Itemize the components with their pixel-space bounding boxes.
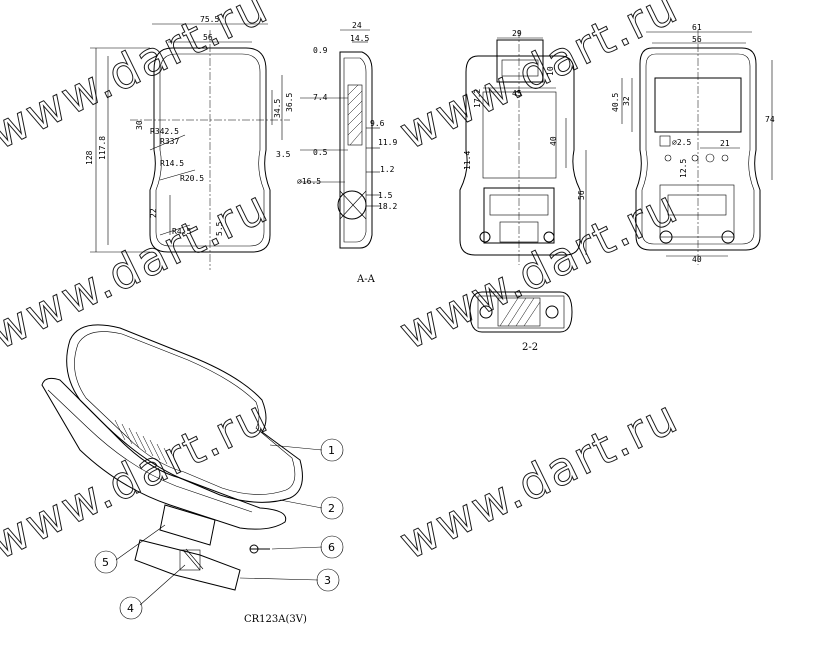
dim-7-4: 7.4 [313, 93, 328, 102]
watermark-5: www.dart.ru [391, 179, 686, 360]
bottom-view-label: 2-2 [522, 342, 538, 353]
dim-12-5: 12.5 [679, 159, 688, 178]
dim-r14-5: R14.5 [160, 159, 184, 168]
dim-61: 61 [692, 23, 702, 32]
dim-10: 10 [546, 66, 555, 76]
dim-30: 30 [135, 120, 144, 130]
dim-32: 32 [622, 96, 631, 106]
watermark-2: www.dart.ru [0, 179, 277, 360]
watermark-4: www.dart.ru [391, 0, 686, 160]
section-view-a-a: 24 14.5 0.9 7.4 9.6 11.9 0.5 1.2 ⌀16.5 1… [297, 21, 397, 285]
dim-r337: R337 [160, 137, 179, 146]
dim-r342-5: R342.5 [150, 127, 179, 136]
dim-18-2: 18.2 [378, 202, 397, 211]
dim-40-5: 40.5 [611, 93, 620, 112]
callout-4: 4 [127, 602, 134, 615]
bottom-view-2-2: 2-2 [469, 291, 573, 353]
dim-r4-5: R4.5 [172, 227, 191, 236]
dim-22: 22 [149, 208, 158, 218]
dim-17-2: 17.2 [473, 89, 482, 108]
callout-2: 2 [328, 502, 335, 515]
dim-11-4: 11.4 [463, 151, 472, 170]
callout-1: 1 [328, 444, 335, 457]
dim-width-56: 56 [203, 33, 213, 42]
dim-1-2: 1.2 [380, 165, 395, 174]
dim-width-75-5: 75.5 [200, 15, 219, 24]
dim-3-5: 3.5 [276, 150, 291, 159]
dim-24: 24 [352, 21, 362, 30]
exploded-view: 1 2 3 4 5 6 CR123A(3V) [41, 324, 344, 625]
dim-height-117-8: 117.8 [98, 136, 107, 160]
back-view: 29 10 17.2 45 40 11.4 56 [459, 29, 587, 265]
dim-0-5: 0.5 [313, 148, 328, 157]
dim-r20-5: R20.5 [180, 174, 204, 183]
dim-21: 21 [720, 139, 730, 148]
callout-3: 3 [324, 574, 331, 587]
dim-11-9: 11.9 [378, 138, 397, 147]
dim-2-5-circle: ⌀2.5 [672, 138, 691, 147]
dim-5-5: 5.5 [215, 221, 224, 236]
dim-34-5: 34.5 [273, 99, 282, 118]
inside-view: 61 56 40.5 32 74 ⌀2.5 21 12.5 40 [611, 23, 775, 265]
watermark-layer: www.dart.ru www.dart.ru www.dart.ru www.… [0, 0, 687, 570]
watermark-6: www.dart.ru [391, 389, 686, 570]
dim-74: 74 [765, 115, 775, 124]
dim-14-5: 14.5 [350, 34, 369, 43]
section-label: A-A [356, 274, 376, 285]
front-view: 75.5 56 128 117.8 30 36.5 34.5 R342.5 R3… [85, 15, 294, 270]
battery-label: CR123A(3V) [244, 614, 307, 625]
dim-0-9: 0.9 [313, 46, 328, 55]
callout-5: 5 [102, 556, 109, 569]
dim-56-back: 56 [577, 190, 586, 200]
watermark-3: www.dart.ru [0, 389, 277, 570]
dim-36-5: 36.5 [285, 93, 294, 112]
dim-9-6: 9.6 [370, 119, 385, 128]
watermark-1: www.dart.ru [0, 0, 277, 160]
dim-height-128: 128 [85, 150, 94, 165]
dim-56-inside: 56 [692, 35, 702, 44]
dim-1-5: 1.5 [378, 191, 393, 200]
dim-45: 45 [512, 89, 522, 98]
dim-29: 29 [512, 29, 522, 38]
dim-40-inside: 40 [692, 255, 702, 264]
callout-6: 6 [328, 541, 335, 554]
dim-16-5-circle: ⌀16.5 [297, 177, 321, 186]
dim-40: 40 [549, 136, 558, 146]
